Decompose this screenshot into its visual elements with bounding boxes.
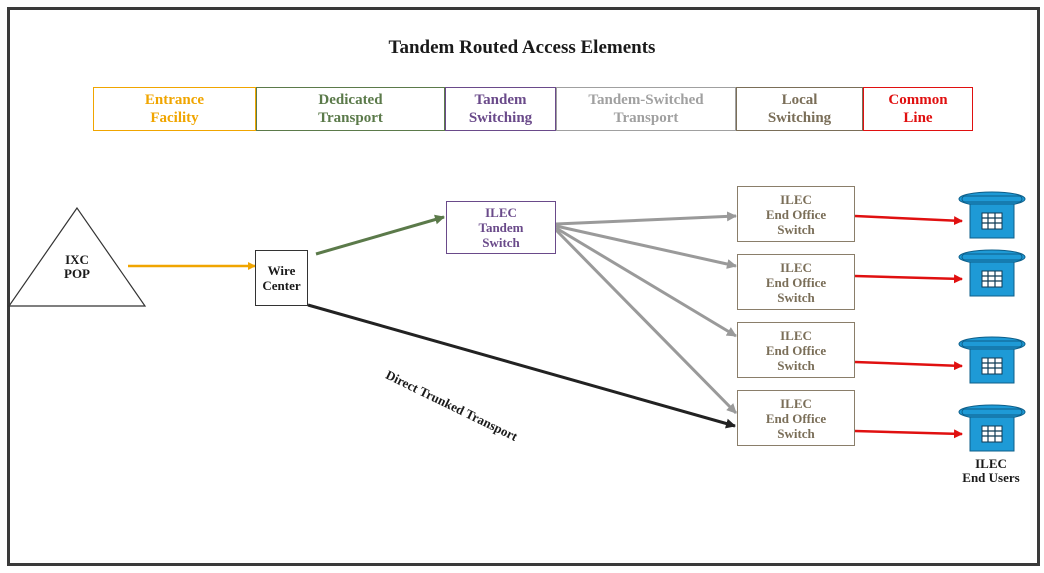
common-line-arrow-2: [854, 274, 963, 284]
tandem-switched-arrow-3: [555, 226, 737, 338]
telephone-icon: [958, 249, 1026, 297]
common-line-arrow-3: [854, 360, 963, 371]
tandem-switched-arrow-2: [555, 224, 737, 269]
telephone-icon: [958, 336, 1026, 384]
tandem-switched-arrow-4: [554, 228, 738, 415]
tandem-switched-arrow-1: [555, 211, 737, 226]
dedicated-transport-arrow: [315, 214, 445, 256]
common-line-arrow-1: [854, 214, 963, 226]
direct-trunked-arrow: [307, 303, 736, 429]
telephone-icon: [958, 404, 1026, 452]
telephone-icon: [958, 191, 1026, 239]
ixc-pop-triangle: [7, 206, 147, 307]
diagram-title: Tandem Routed Access Elements: [388, 37, 656, 58]
common-line-arrow-4: [854, 429, 963, 439]
diagram-frame: [7, 7, 1040, 566]
